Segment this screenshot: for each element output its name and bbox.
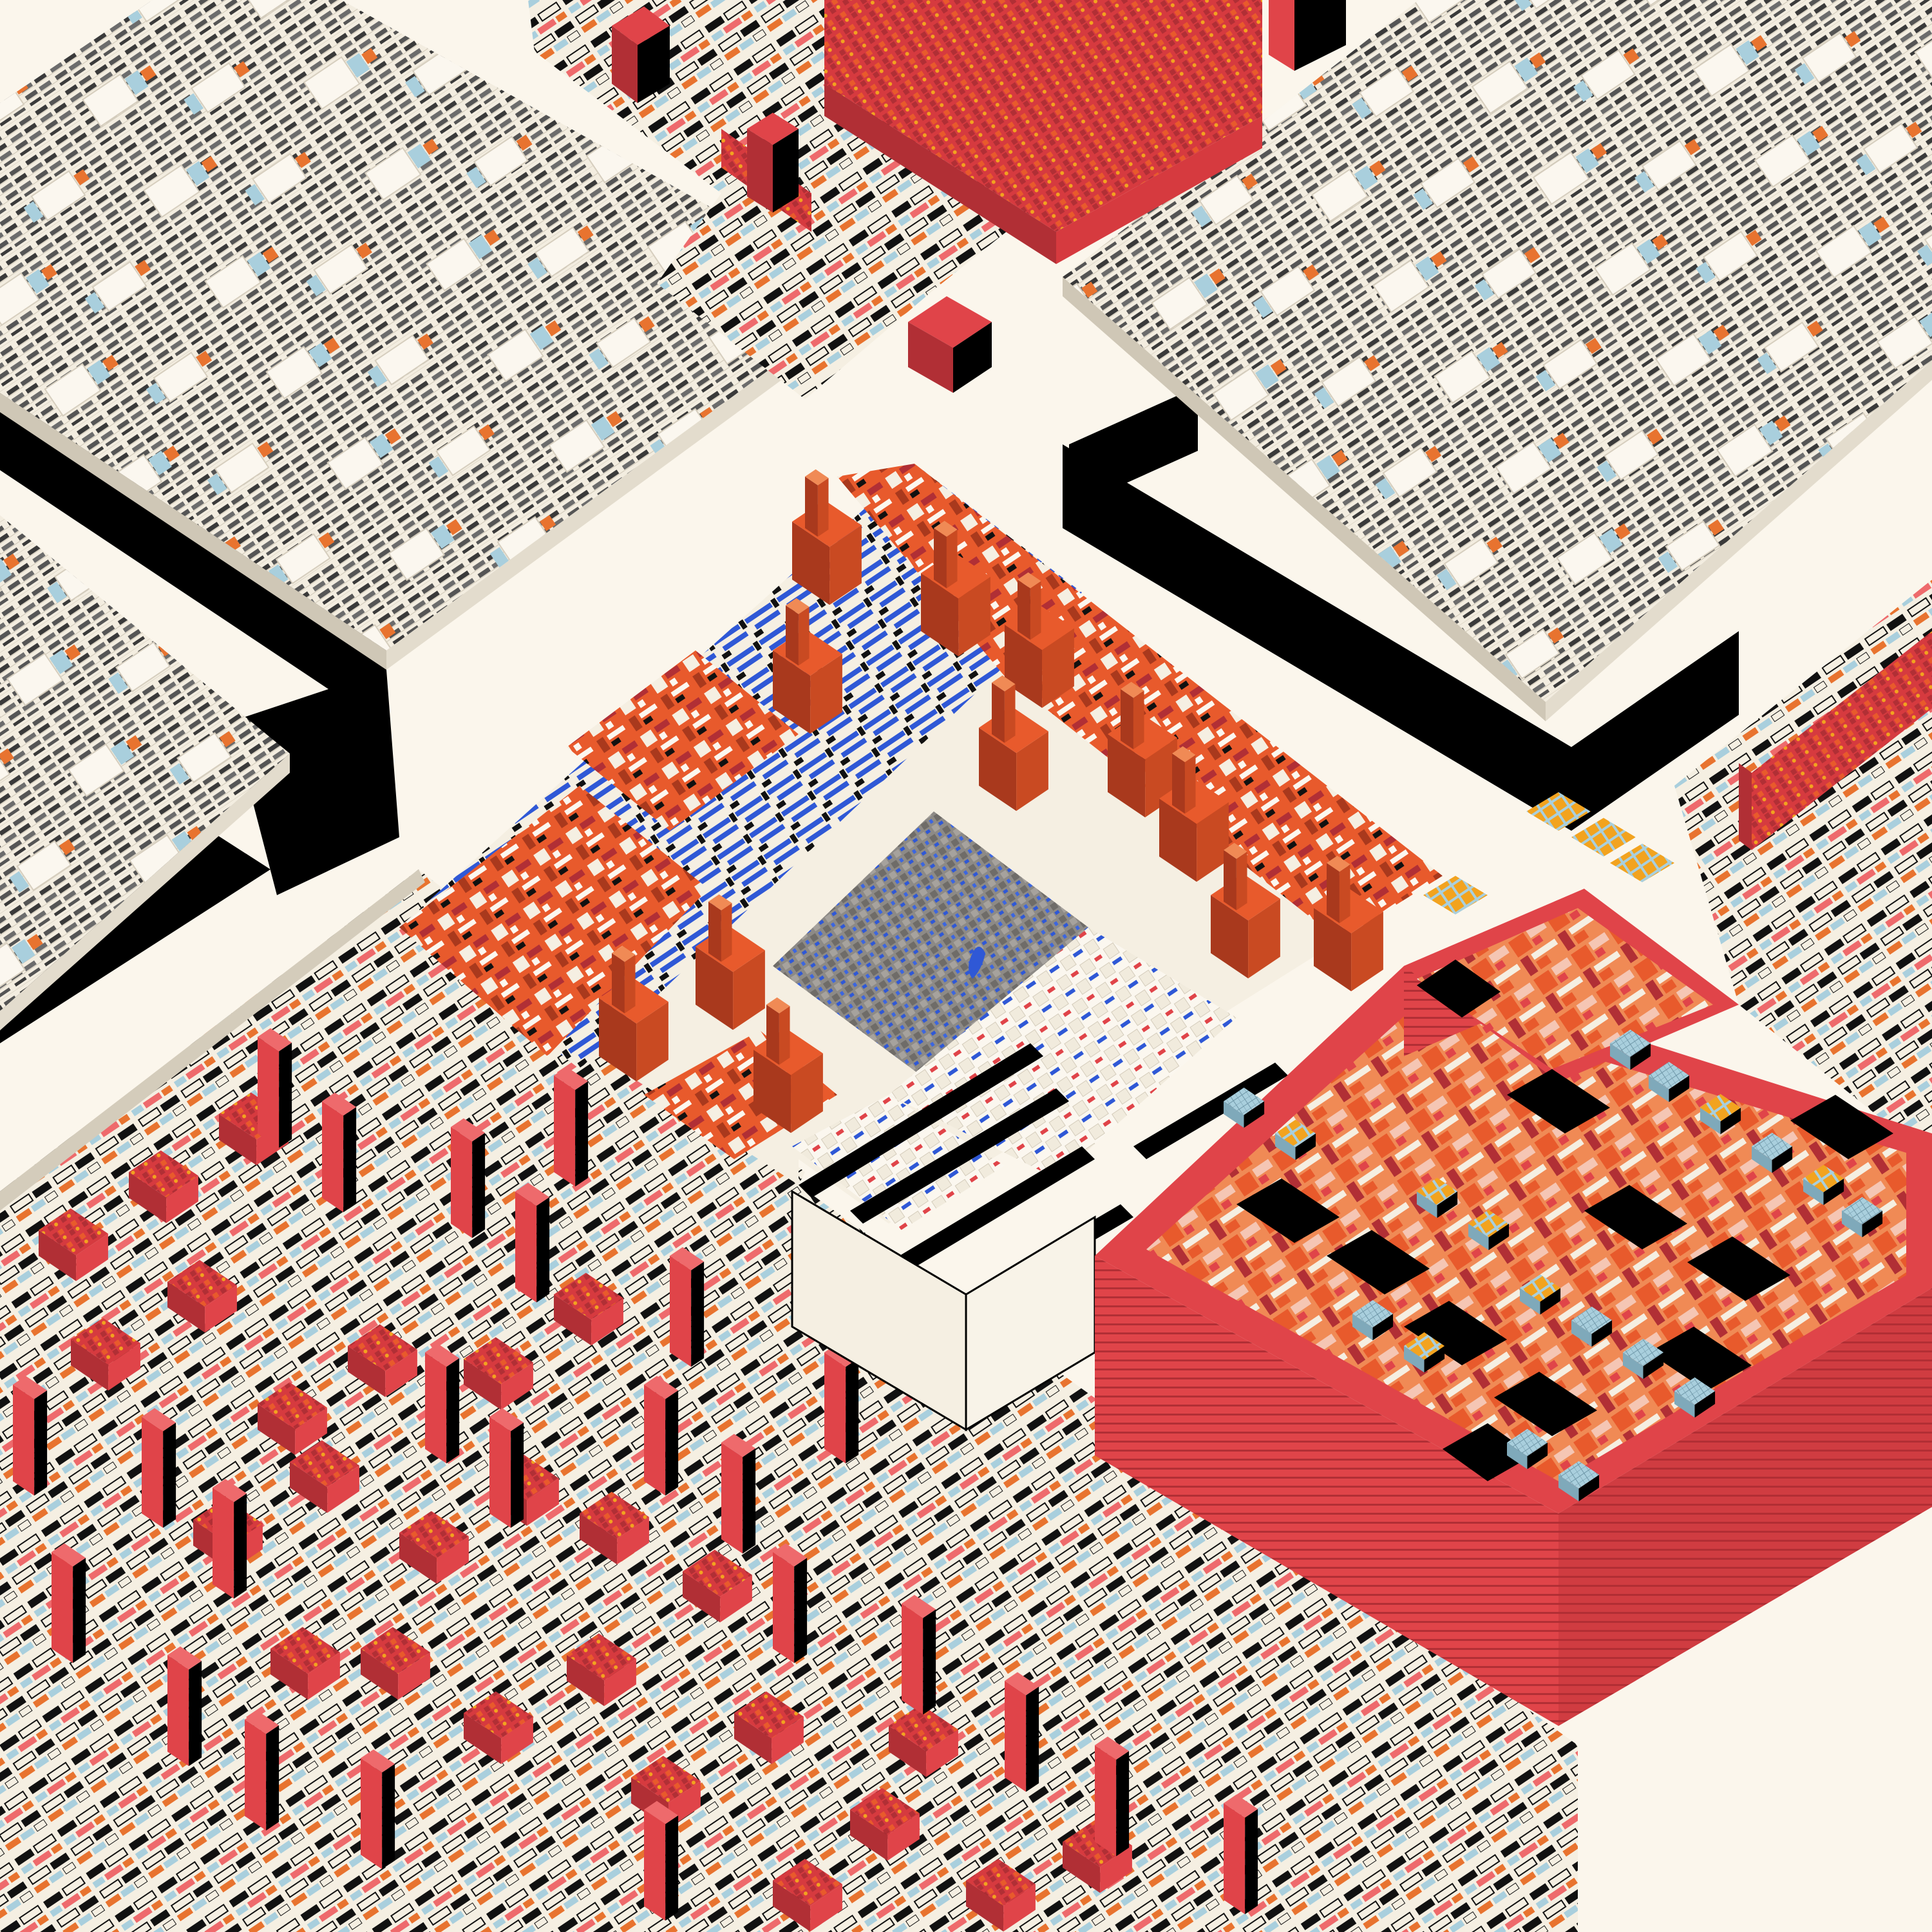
mega-panel-5 bbox=[1803, 1164, 1844, 1206]
orange-tower-spire-12 bbox=[708, 894, 732, 962]
red-tower-7 bbox=[52, 1543, 86, 1663]
red-block-cluster-14 bbox=[567, 1633, 636, 1707]
red-tower-15 bbox=[245, 1710, 279, 1831]
red-tower-13 bbox=[670, 1247, 705, 1367]
plaza-sculpture bbox=[969, 947, 985, 979]
red-block-cluster-12 bbox=[361, 1627, 430, 1700]
district-gray-plaza bbox=[773, 811, 1088, 1075]
red-tower-1 bbox=[258, 1028, 292, 1148]
tower-north-4 bbox=[1269, 0, 1346, 71]
orange-tower-spire-5 bbox=[1121, 681, 1144, 750]
orange-tower-spire-8 bbox=[1327, 855, 1350, 923]
white-plaza bbox=[792, 927, 1236, 1230]
red-tower-2 bbox=[322, 1092, 357, 1213]
red-block-cluster-13 bbox=[464, 1691, 533, 1765]
orange-tower-9 bbox=[773, 629, 842, 734]
red-tower-3 bbox=[451, 1118, 486, 1238]
red-block-cluster-24 bbox=[1063, 1820, 1132, 1893]
district-residential-north-west bbox=[0, 0, 869, 670]
red-tower-6 bbox=[213, 1479, 247, 1599]
red-block-cluster-6 bbox=[258, 1382, 327, 1455]
red-block-cluster-26 bbox=[554, 1273, 623, 1346]
sw-red-towers bbox=[13, 1028, 1258, 1921]
red-block-cluster-25 bbox=[464, 1337, 533, 1410]
tower-north-1 bbox=[612, 6, 670, 103]
red-block-cluster-17 bbox=[270, 1627, 340, 1700]
red-tower-4 bbox=[515, 1182, 550, 1303]
mega-panel-8 bbox=[1468, 1209, 1510, 1251]
red-tower-10 bbox=[489, 1408, 524, 1528]
red-block-cluster-4 bbox=[71, 1318, 140, 1391]
red-block-cluster-18 bbox=[683, 1549, 752, 1623]
red-block-cluster-22 bbox=[966, 1859, 1036, 1932]
red-tower-17 bbox=[644, 1801, 679, 1921]
district-residential-north-east bbox=[1063, 0, 1932, 721]
mega-panel-14 bbox=[1674, 1377, 1716, 1418]
red-block-cluster-1 bbox=[39, 1208, 108, 1282]
red-tower-20 bbox=[1005, 1672, 1039, 1792]
mega-panel-7 bbox=[1417, 1177, 1458, 1218]
mega-panel-11 bbox=[1520, 1274, 1561, 1315]
red-tower-5 bbox=[142, 1408, 176, 1528]
red-block-cluster-16 bbox=[734, 1691, 804, 1765]
mega-panel-9 bbox=[1352, 1300, 1394, 1341]
district-residential-west-edge bbox=[0, 515, 290, 1030]
red-tower-11 bbox=[644, 1376, 679, 1496]
orange-tower-spire-10 bbox=[612, 945, 636, 1014]
mega-panel-12 bbox=[1571, 1306, 1613, 1347]
mega-panel-16 bbox=[1558, 1461, 1600, 1502]
orange-tower-spire-9 bbox=[786, 598, 810, 666]
red-block-cluster-20 bbox=[850, 1788, 920, 1861]
red-block-cluster-23 bbox=[889, 1704, 958, 1777]
north-towers bbox=[612, 0, 1346, 393]
red-block-cluster-10 bbox=[399, 1511, 469, 1584]
district-red-towers-north bbox=[528, 0, 1262, 399]
red-tower-21 bbox=[1095, 1736, 1130, 1857]
amber-panels-north bbox=[1423, 792, 1674, 914]
orange-core-towers bbox=[599, 469, 1383, 1133]
mega-panel-4 bbox=[1752, 1132, 1793, 1173]
orange-tower-spire-1 bbox=[805, 469, 829, 537]
mega-panel-6 bbox=[1842, 1197, 1883, 1238]
mega-panel-13 bbox=[1623, 1338, 1664, 1379]
red-tower-24 bbox=[554, 1066, 589, 1187]
mega-panel-1 bbox=[1610, 1029, 1651, 1070]
orange-tower-spire-3 bbox=[1018, 572, 1041, 640]
sw-red-block-clusters bbox=[39, 1092, 1132, 1932]
red-tower-22 bbox=[1224, 1794, 1258, 1915]
red-block-cluster-21 bbox=[773, 1859, 842, 1932]
mega-panel-15 bbox=[1507, 1428, 1548, 1470]
red-tower-14 bbox=[167, 1646, 202, 1766]
red-block-cluster-9 bbox=[290, 1440, 359, 1513]
red-tower-12 bbox=[721, 1434, 756, 1554]
red-block-cluster-2 bbox=[129, 1150, 198, 1224]
red-tower-19 bbox=[902, 1595, 936, 1715]
red-tower-8 bbox=[13, 1376, 48, 1496]
mega-panel-10 bbox=[1404, 1332, 1445, 1373]
red-tower-9 bbox=[425, 1343, 460, 1464]
mega-panel-17 bbox=[1275, 1119, 1316, 1160]
orange-tower-spire-2 bbox=[934, 520, 958, 589]
orange-tower-spire-6 bbox=[1172, 746, 1196, 814]
red-block-cluster-19 bbox=[580, 1492, 649, 1565]
mega-panel-3 bbox=[1700, 1094, 1741, 1135]
orange-tower-spire-4 bbox=[992, 675, 1016, 743]
mega-panel-18 bbox=[1224, 1087, 1265, 1128]
orange-tower-spire-11 bbox=[766, 997, 790, 1065]
megablock-courtyards bbox=[1236, 960, 1893, 1481]
orange-tower-spire-7 bbox=[1224, 842, 1247, 911]
red-block-cluster-7 bbox=[348, 1324, 417, 1397]
megablock-panels bbox=[1224, 1029, 1883, 1502]
tower-north-3 bbox=[747, 113, 799, 213]
district-red-towers-east bbox=[1674, 580, 1932, 1159]
red-block-cluster-5 bbox=[167, 1260, 237, 1333]
red-tower-18 bbox=[773, 1543, 808, 1663]
red-tower-16 bbox=[361, 1749, 395, 1870]
tower-north-2 bbox=[908, 296, 992, 393]
mega-panel-2 bbox=[1649, 1061, 1690, 1103]
